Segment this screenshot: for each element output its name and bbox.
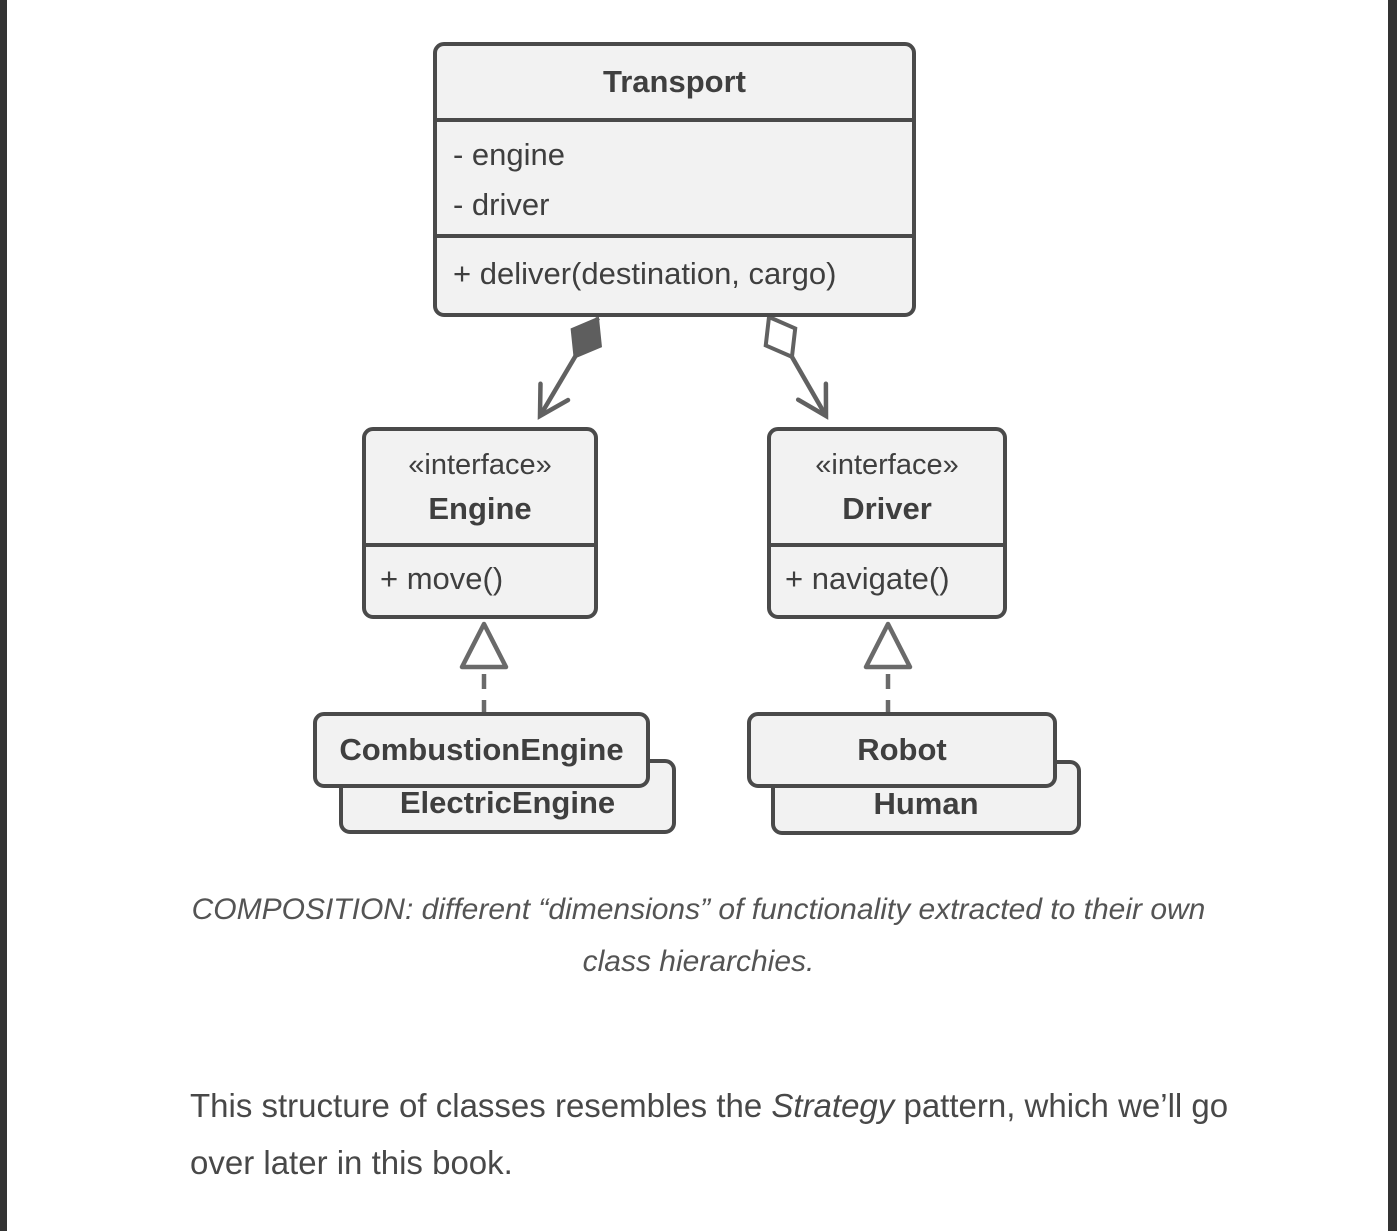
- aggregation-arrow-transport-driver: [769, 317, 826, 416]
- figure-caption: COMPOSITION: different “dimensions” of f…: [191, 893, 1206, 978]
- uml-class-transport: Transport - engine - driver + deliver(de…: [433, 42, 916, 317]
- attribute-engine: - engine: [453, 137, 566, 172]
- uml-interface-engine: «interface» Engine + move(): [362, 427, 598, 619]
- body-paragraph: This structure of classes resembles the …: [190, 1077, 1235, 1191]
- class-title: Transport: [437, 46, 912, 122]
- interface-name: Driver: [842, 491, 932, 526]
- body-text-post: pattern, which we’ll go over later in th…: [190, 1087, 1229, 1181]
- uml-class-robot: Robot: [747, 712, 1057, 788]
- window-edge-left: [0, 0, 7, 1231]
- interface-stereotype: «interface»: [815, 449, 959, 481]
- uml-interface-driver: «interface» Driver + navigate(): [767, 427, 1007, 619]
- body-text-pre: This structure of classes resembles the: [190, 1087, 772, 1124]
- interface-name: Engine: [428, 491, 532, 526]
- uml-class-combustion-engine: CombustionEngine: [313, 712, 650, 788]
- interface-header: «interface» Engine: [366, 431, 594, 547]
- method-deliver: + deliver(destination, cargo): [453, 255, 837, 291]
- interface-header: «interface» Driver: [771, 431, 1003, 547]
- interface-stereotype: «interface»: [408, 449, 552, 481]
- window-edge-right: [1388, 0, 1397, 1231]
- body-text-strategy: Strategy: [771, 1087, 895, 1124]
- attribute-driver: - driver: [453, 187, 550, 222]
- realization-triangle-driver-icon: [863, 621, 913, 670]
- method-navigate: + navigate(): [785, 561, 950, 596]
- class-attributes: - engine - driver: [437, 122, 912, 238]
- method-move: + move(): [380, 561, 504, 596]
- composition-arrow-transport-engine: [537, 316, 602, 420]
- realization-triangle-engine-icon: [459, 621, 509, 670]
